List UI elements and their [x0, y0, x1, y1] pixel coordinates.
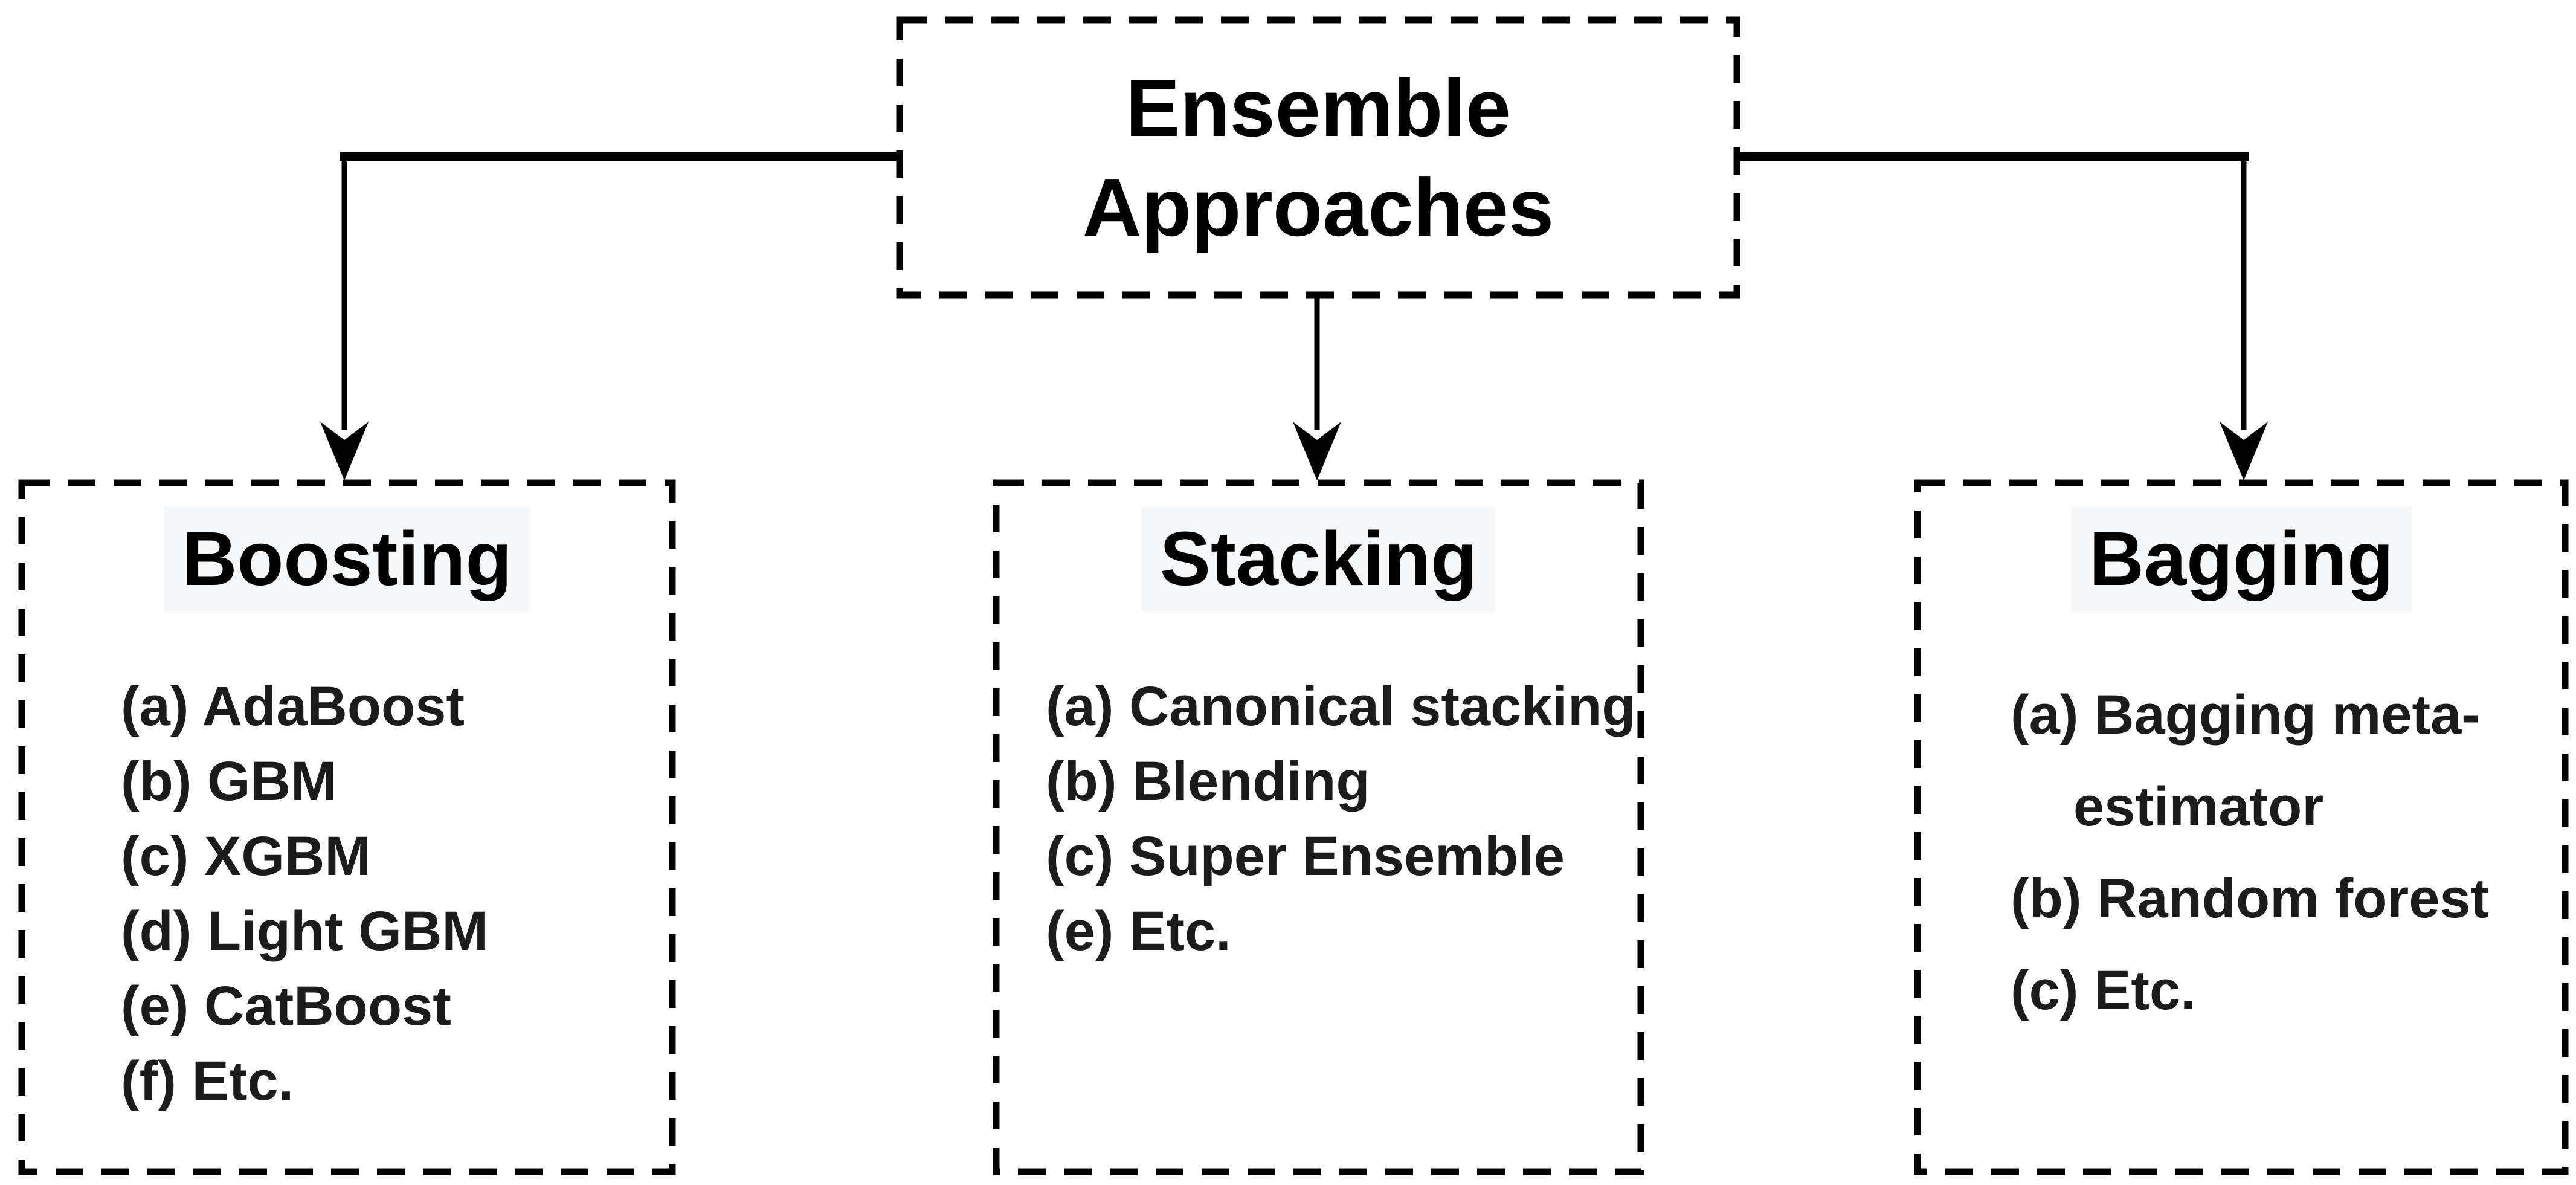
list-item: (b) GBM: [121, 750, 337, 812]
list-item: (b) Random forest: [2011, 867, 2490, 929]
list-item: (f) Etc.: [121, 1050, 294, 1112]
connector-root-to-bagging: [1738, 152, 2268, 480]
list-item: (b) Blending: [1046, 750, 1370, 812]
arrowhead-bagging: [2220, 422, 2268, 480]
arrowhead-boosting: [320, 422, 369, 480]
arrowhead-stacking: [1293, 422, 1341, 480]
root-node-ensemble-approaches: Ensemble Approaches: [896, 17, 1740, 299]
root-node-title: Ensemble Approaches: [1082, 62, 1554, 253]
stacking-method-list: (a) Canonical stacking (b) Blending (c) …: [993, 669, 1644, 969]
list-item: (e) Etc.: [1046, 900, 1231, 962]
branch-node-stacking: Stacking (a) Canonical stacking (b) Blen…: [993, 479, 1644, 1175]
list-item: (c) Super Ensemble: [1046, 825, 1565, 887]
list-item: (d) Light GBM: [121, 900, 489, 962]
bagging-method-list: (a) Bagging meta- estimator (b) Random f…: [1914, 669, 2569, 1036]
root-box-border: [896, 16, 1740, 299]
list-item-wrapped-line: estimator: [2073, 775, 2324, 838]
branch-title-bagging: Bagging: [2071, 507, 2412, 611]
stacking-box-border: [993, 479, 1644, 1175]
list-item: (c) XGBM: [121, 825, 371, 887]
list-item: (e) CatBoost: [121, 975, 451, 1037]
list-item: (a) Canonical stacking: [1046, 675, 1636, 737]
boosting-box-border: [18, 479, 676, 1175]
branch-node-boosting: Boosting (a) AdaBoost (b) GBM (c) XGBM (…: [18, 479, 676, 1175]
connector-root-to-stacking: [1293, 296, 1341, 480]
branch-node-bagging: Bagging (a) Bagging meta- estimator (b) …: [1914, 479, 2569, 1175]
connector-root-to-boosting: [320, 152, 898, 480]
list-item: (a) Bagging meta-: [2011, 683, 2480, 746]
boosting-method-list: (a) AdaBoost (b) GBM (c) XGBM (d) Light …: [18, 669, 676, 1119]
list-item: (a) AdaBoost: [121, 675, 465, 737]
branch-title-stacking: Stacking: [1141, 507, 1496, 611]
branch-title-boosting: Boosting: [164, 507, 530, 611]
bagging-box-border: [1914, 479, 2569, 1175]
list-item: (c) Etc.: [2011, 959, 2196, 1021]
